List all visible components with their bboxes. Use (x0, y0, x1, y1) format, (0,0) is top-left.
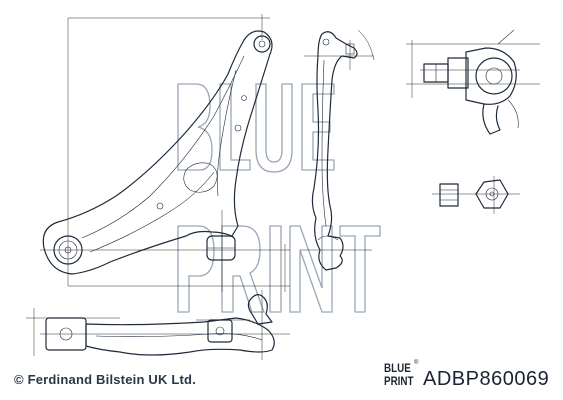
nut-detail-view (432, 176, 520, 214)
control-arm-side-view (300, 29, 375, 271)
ball-joint-detail-view (406, 29, 540, 135)
registered-mark: ® (414, 360, 419, 366)
logo-line-1: BLUE (384, 361, 411, 375)
watermark-logo (177, 83, 381, 313)
brand-logo: BLUE PRINT ® (384, 360, 420, 390)
part-number: ADBP860069 (423, 368, 550, 390)
control-arm-main-view (40, 14, 290, 292)
copyright-notice: © Ferdinand Bilstein UK Ltd. (14, 372, 197, 387)
control-arm-front-view (26, 290, 290, 360)
logo-line-2: PRINT (384, 374, 414, 388)
